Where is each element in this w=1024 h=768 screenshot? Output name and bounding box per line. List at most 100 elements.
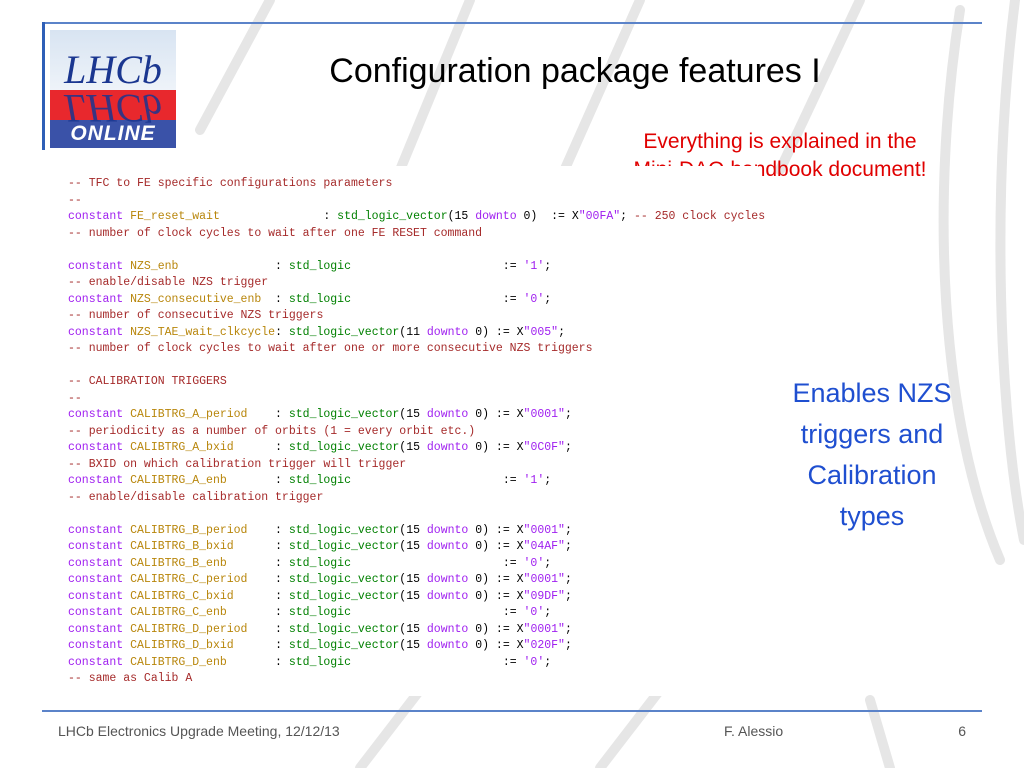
code-token: "0001" [523,622,565,636]
code-token: downto [426,573,469,586]
code-line: constant CALIBTRG_B_bxid : std_logic_vec… [68,539,765,556]
code-token: -- [68,391,82,405]
vhdl-code-block: -- TFC to FE specific configurations par… [68,176,765,688]
lhcb-online-logo: LHCb LHCb ONLINE [50,30,176,148]
code-token: constant [68,259,131,273]
code-token: '0' [523,292,545,306]
code-token: CALIBTRG_D_period [130,622,248,636]
code-token: std_logic [288,556,351,570]
code-token: CALIBTRG_D_enb [130,655,227,669]
code-line: constant CALIBTRG_D_period : std_logic_v… [68,622,765,639]
code-token: downto [426,622,469,636]
code-token: -- number of clock cycles to wait after … [68,342,593,355]
code-token: 0) := X [468,589,524,603]
code-token: ; [558,325,565,339]
code-line: -- BXID on which calibration trigger wil… [68,457,765,474]
code-token: constant [68,589,131,603]
code-line: -- enable/disable NZS trigger [68,275,765,292]
code-token: NZS_enb [130,259,179,273]
code-token: (15 [399,540,427,553]
code-token: 0) := X [468,639,524,652]
code-token: std_logic_vector [288,622,400,636]
code-token: std_logic_vector [288,408,400,421]
code-token: CALIBTRG_A_enb [130,474,227,487]
code-token: : [233,589,289,603]
code-token: ; [564,573,572,586]
code-token: '1' [523,474,545,487]
code-token: constant [68,573,131,586]
code-line: constant CALIBTRG_B_enb : std_logic := '… [68,556,765,573]
code-token: constant [68,523,131,537]
code-token: ; [544,655,552,669]
code-token: := [351,556,524,570]
code-token: 0) := X [468,441,524,454]
code-line [68,242,765,259]
code-token: -- [68,193,82,207]
code-token: std_logic_vector [337,210,448,223]
code-token: : [219,210,338,223]
code-token: "0C0F" [523,441,565,454]
code-token: := [350,292,524,306]
code-token: std_logic_vector [288,325,400,339]
code-token: (15 [399,408,427,421]
code-token: downto [426,408,469,421]
code-token: constant [68,540,131,553]
header-rule [42,22,982,24]
code-token: -- number of clock cycles to wait after … [68,226,483,240]
code-token: 0) := X [468,573,524,586]
code-token: "005" [523,325,559,339]
code-token: '0' [523,556,545,570]
code-token: CALIBTRG_D_bxid [130,639,234,652]
code-token: CALIBTRG_B_bxid [130,540,234,553]
code-screenshot-panel [58,166,758,696]
code-line: -- [68,193,765,210]
code-token: std_logic [288,474,351,487]
code-token: := [351,606,524,619]
footer-meeting: LHCb Electronics Upgrade Meeting, 12/12/… [58,723,340,739]
code-token: -- periodicity as a number of orbits (1 … [68,424,476,438]
code-token: "0001" [523,573,565,586]
code-token: : [247,622,289,636]
code-token: downto [426,639,469,652]
code-token: ; [544,606,552,619]
code-line: constant CALIBTRG_C_bxid : std_logic_vec… [68,589,765,606]
code-token: CALIBTRG_C_bxid [130,589,234,603]
code-token: : [226,606,289,619]
code-token: constant [68,408,131,421]
code-token: 0) := X [468,408,524,421]
code-token: constant [68,325,131,339]
code-token: std_logic_vector [288,523,400,537]
code-token: -- same as Calib A [68,672,193,685]
code-token: CALIBTRG_C_period [130,573,248,586]
code-token: := [350,259,524,273]
code-line: -- number of consecutive NZS triggers [68,308,765,325]
code-token: std_logic [288,292,351,306]
code-token: constant [68,292,131,306]
code-token: 0) := X [516,210,579,223]
code-token: : [226,655,289,669]
code-token: : [247,523,289,537]
code-token: : [247,573,289,586]
code-token: := [351,474,524,487]
code-token: ; [564,408,572,421]
code-token: ; [620,210,634,223]
code-token: ; [564,622,572,636]
code-token: constant [68,606,131,619]
code-token: "0001" [523,523,565,537]
code-token: : [233,639,289,652]
code-token: std_logic_vector [288,573,400,586]
nzs-note-line-4: types [839,501,905,531]
code-line: -- periodicity as a number of orbits (1 … [68,424,765,441]
code-token: : [261,292,289,306]
code-token: constant [68,210,131,223]
code-token: "0001" [523,408,565,421]
code-token: std_logic [288,655,351,669]
code-token: downto [426,523,469,537]
code-line: -- TFC to FE specific configurations par… [68,176,765,193]
code-token: constant [68,639,131,652]
code-token: 0) := X [468,540,524,553]
code-token: (15 [447,210,476,223]
code-line: constant CALIBTRG_D_enb : std_logic := '… [68,655,765,672]
code-token: std_logic_vector [288,540,400,553]
